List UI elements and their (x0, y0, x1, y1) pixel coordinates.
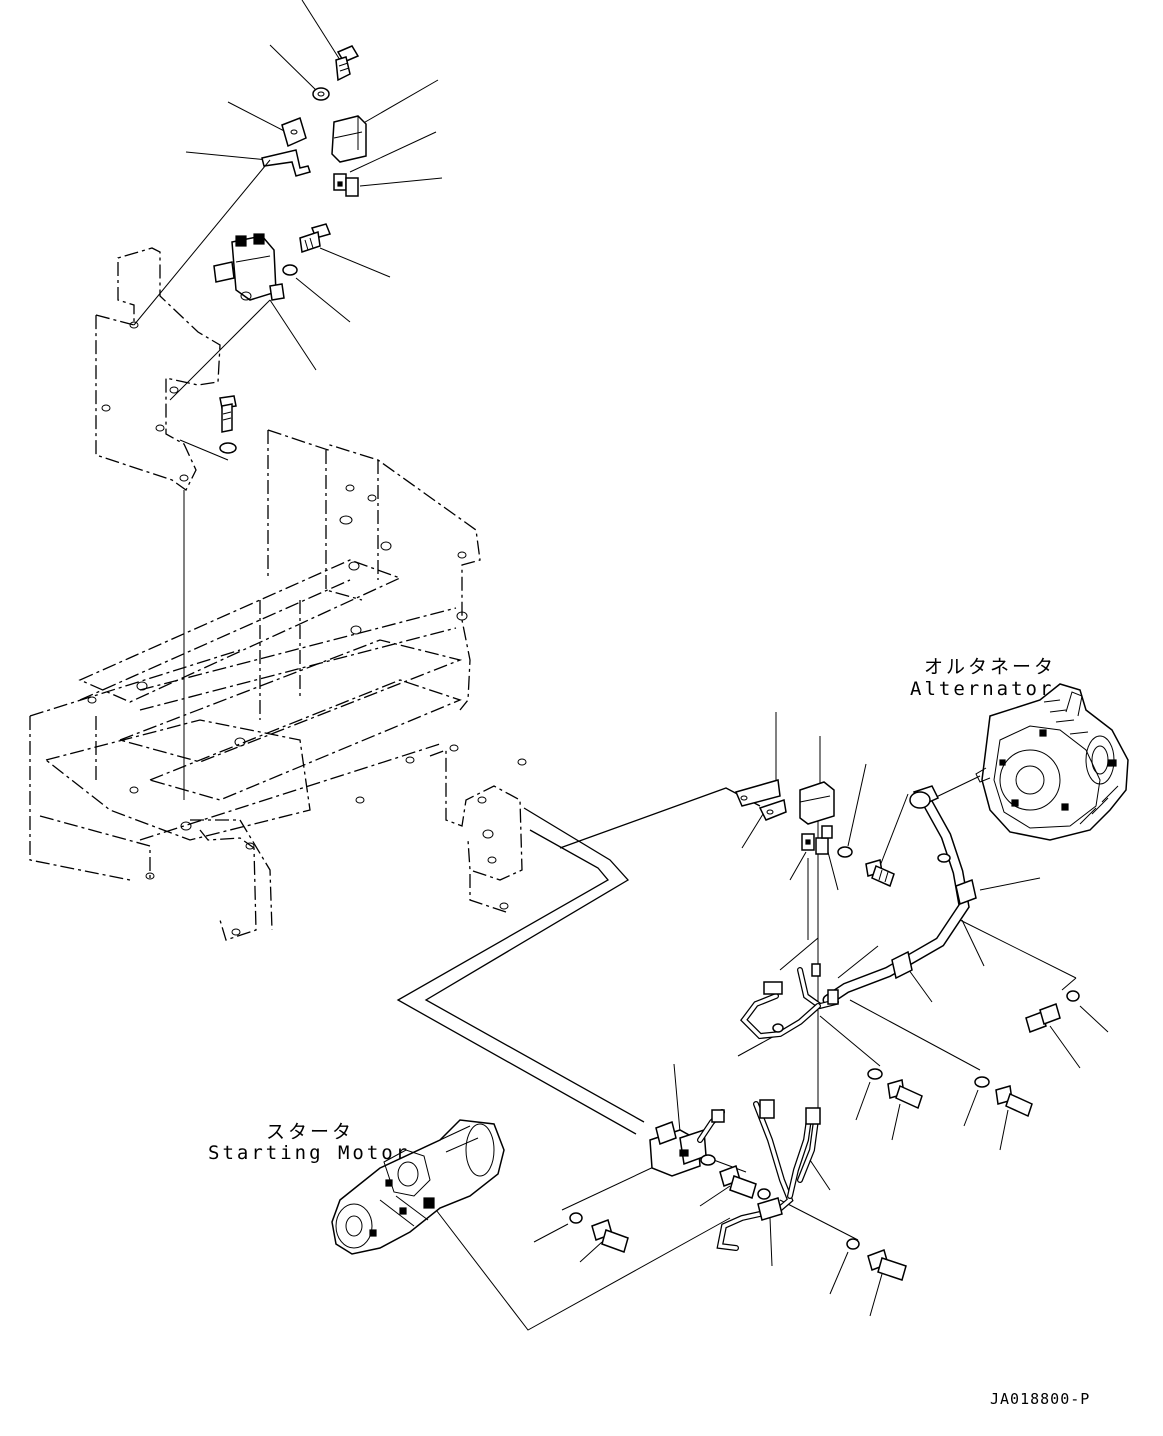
washer-a (837, 846, 853, 858)
top-relay-cluster (133, 0, 443, 800)
bolt-c (887, 1079, 923, 1110)
washer-b (1066, 990, 1080, 1002)
harness-cluster (734, 712, 1109, 1069)
connector-lower (801, 825, 833, 855)
routing-lines (396, 787, 1077, 1331)
washer-f (569, 1212, 583, 1224)
bolt-f (719, 1165, 757, 1199)
alternator-label-en: Alternator (910, 678, 1055, 700)
bracket-small (281, 117, 307, 148)
bolt-middle (299, 223, 332, 253)
main-cable (822, 785, 977, 1006)
bracket-strip (261, 149, 311, 177)
washer-e (846, 1238, 860, 1250)
starter-relay-cluster (533, 1063, 757, 1263)
alternator (929, 683, 1129, 841)
starter-relay (649, 1109, 725, 1177)
lower-cluster (716, 1068, 1033, 1317)
relay-cover (331, 115, 367, 163)
connector-top (333, 173, 359, 197)
drawing-number: JA018800-P (990, 1390, 1091, 1408)
bolt-g (591, 1219, 629, 1253)
washer-c (867, 1068, 883, 1080)
small-harness (716, 1099, 821, 1251)
washer-top (312, 87, 330, 101)
starter-label-jp: スタータ (266, 1121, 355, 1143)
battery-relay (213, 233, 285, 301)
bolt-d (995, 1085, 1033, 1118)
washer-middle (282, 264, 298, 276)
bolt-b (1025, 1003, 1061, 1033)
bolt-top (335, 45, 360, 82)
alternator-label-jp: オルタネータ (924, 656, 1057, 678)
bracket-l (734, 779, 787, 821)
washer-d (974, 1076, 990, 1088)
harness-branch (740, 963, 839, 1040)
bolt-a (865, 859, 895, 888)
bolt-e (867, 1249, 907, 1281)
machine-frame (29, 429, 527, 941)
starter-label-en: Starting Motor (208, 1142, 411, 1164)
mounting-plate (95, 247, 237, 491)
starting-motor (331, 1119, 505, 1255)
relay-cover-lower (799, 781, 835, 825)
